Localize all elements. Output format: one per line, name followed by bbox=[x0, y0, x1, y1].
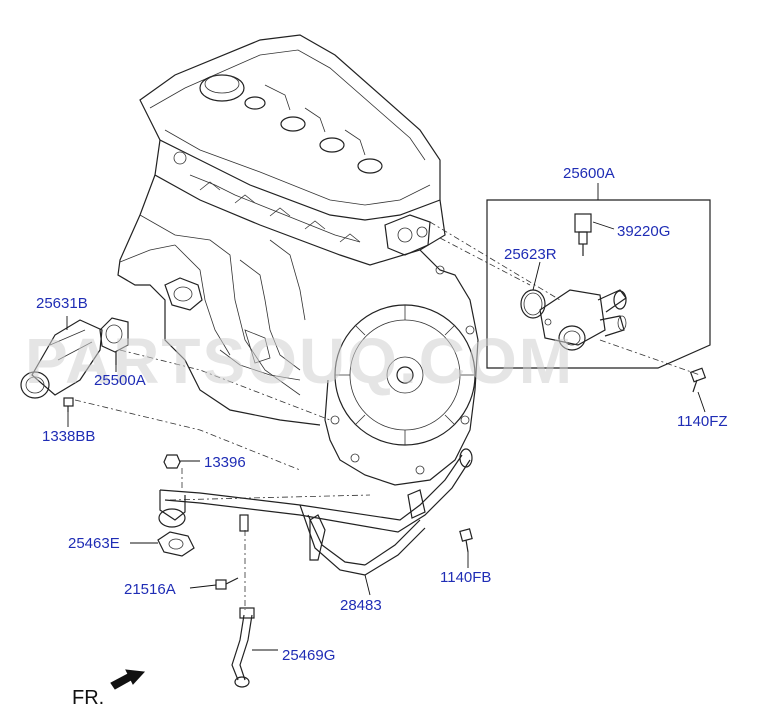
label-1338bb[interactable]: 1338BB bbox=[42, 428, 95, 445]
phantom-lines bbox=[74, 221, 701, 610]
label-1140fb[interactable]: 1140FB bbox=[440, 569, 491, 586]
label-21516a[interactable]: 21516A bbox=[124, 581, 176, 598]
label-25469g[interactable]: 25469G bbox=[282, 647, 335, 664]
o-ring-gasket bbox=[520, 289, 546, 319]
temperature-sensor bbox=[574, 213, 592, 256]
flange-gasket bbox=[157, 531, 195, 557]
label-1140fz[interactable]: 1140FZ bbox=[677, 413, 728, 430]
label-25463e[interactable]: 25463E bbox=[68, 535, 120, 552]
water-pipe-28483 bbox=[159, 448, 473, 576]
front-label: FR. bbox=[72, 687, 104, 709]
thermostat bbox=[99, 317, 129, 365]
engine-block bbox=[117, 34, 479, 486]
label-25600a[interactable]: 25600A bbox=[563, 165, 615, 182]
assembly-box-25600a bbox=[486, 199, 711, 369]
part-labels: 25600A 39220G 25623R 25631B 25500A 1338B… bbox=[36, 165, 728, 664]
label-25500a[interactable]: 25500A bbox=[94, 372, 146, 389]
bolt-21516a bbox=[215, 577, 239, 590]
hose-25469g bbox=[231, 607, 255, 688]
label-13396[interactable]: 13396 bbox=[204, 454, 246, 471]
front-direction-indicator: FR. bbox=[72, 669, 146, 709]
label-39220g[interactable]: 39220G bbox=[617, 223, 670, 240]
label-25631b[interactable]: 25631B bbox=[36, 295, 88, 312]
pipe-elbow bbox=[158, 454, 186, 528]
leader-lines bbox=[66, 183, 706, 651]
front-arrow-icon bbox=[110, 669, 146, 690]
label-28483[interactable]: 28483 bbox=[340, 597, 382, 614]
watermark-text: PARTSOUQ.COM bbox=[25, 325, 574, 397]
label-25623r[interactable]: 25623R bbox=[504, 246, 557, 263]
bolt-1140fz bbox=[689, 367, 707, 393]
bolt-1140fb bbox=[459, 528, 473, 553]
water-outlet-fitting bbox=[539, 289, 627, 351]
stud-1338bb bbox=[63, 397, 74, 412]
